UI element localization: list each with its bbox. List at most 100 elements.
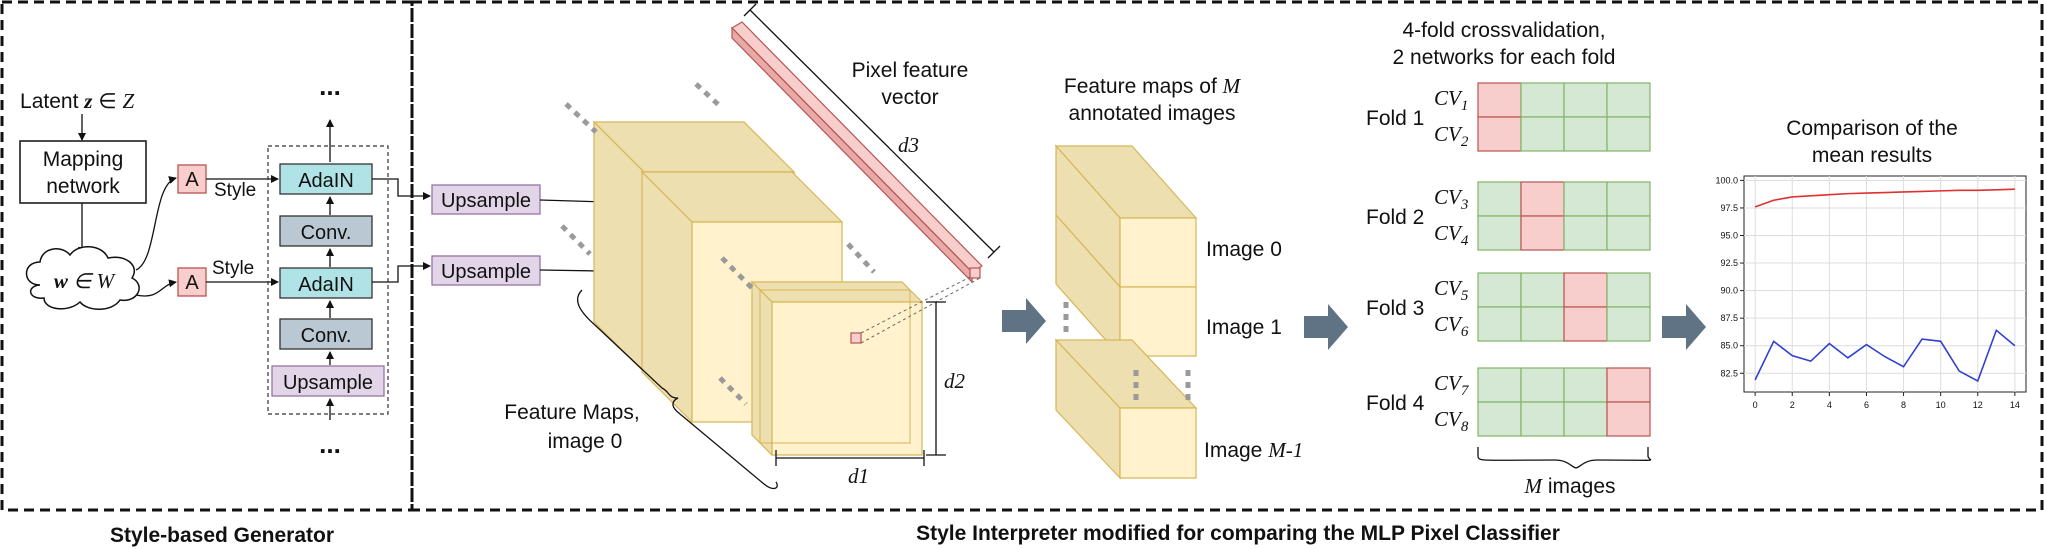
x-tick-label: 0 — [1753, 400, 1758, 410]
interpreter-frame — [410, 0, 2044, 512]
d2-label: d2 — [944, 369, 966, 393]
mapping-network-box — [19, 140, 147, 204]
pixel-label-1: Pixel feature — [852, 59, 969, 82]
fold-cell — [1563, 401, 1608, 437]
x-tick-label: 12 — [1973, 400, 1983, 410]
upsample-label-gen: Upsample — [283, 372, 373, 394]
flow-arrow-2 — [1304, 304, 1348, 350]
pixel-label-2: vector — [881, 86, 938, 109]
fold-cell — [1606, 215, 1651, 251]
depth-dots — [560, 82, 876, 406]
fold-label: Fold 1 — [1366, 107, 1424, 130]
upsample-box-1 — [431, 184, 541, 215]
imageM-label: Image M-1 — [1204, 438, 1303, 462]
fold-cell — [1477, 401, 1522, 437]
image-map-m — [1054, 338, 1198, 480]
fold-cell — [1563, 367, 1608, 403]
cv-label: CV4 — [1434, 221, 1469, 249]
y-tick-label: 92.5 — [1720, 258, 1738, 268]
stack-dots — [1063, 302, 1191, 402]
maps-label-1: Feature maps of M — [1064, 74, 1242, 98]
imageM-label-m: M-1 — [1267, 438, 1303, 462]
fold-cell — [1563, 272, 1608, 308]
fold-label: Fold 2 — [1366, 206, 1424, 229]
fold-cell — [1520, 181, 1565, 217]
w-cloud — [25, 246, 140, 310]
image1-label: Image 1 — [1206, 316, 1282, 339]
fold-label: Fold 4 — [1366, 392, 1425, 415]
x-tick-label: 2 — [1790, 400, 1795, 410]
cv-title-1: 4-fold crossvalidation, — [1402, 19, 1605, 42]
fold-cell — [1477, 272, 1522, 308]
x-tick-label: 8 — [1901, 400, 1906, 410]
y-tick-label: 82.5 — [1720, 368, 1738, 378]
conv-label-bottom: Conv. — [301, 325, 352, 347]
fm-label-2: image 0 — [548, 430, 623, 453]
style-label-top: Style — [214, 180, 256, 201]
m-images-label: M images — [1523, 474, 1615, 498]
x-tick-label: 10 — [1936, 400, 1946, 410]
d3-label: d3 — [898, 133, 919, 157]
conv-label-top: Conv. — [301, 222, 352, 244]
fold-cell — [1520, 367, 1565, 403]
x-tick-label: 4 — [1827, 400, 1832, 410]
fold-cell — [1563, 116, 1608, 152]
pixel-square — [850, 332, 862, 344]
cv-label: CV8 — [1434, 407, 1469, 435]
fold-cell — [1520, 306, 1565, 342]
fold-cell — [1477, 116, 1522, 152]
series-line-2 — [1754, 328, 2016, 383]
dots-top: ... — [319, 71, 341, 101]
fold-cell — [1520, 116, 1565, 152]
d1-label: d1 — [848, 464, 869, 488]
cv-label: CV6 — [1434, 312, 1469, 340]
conv-box-bottom — [279, 318, 373, 350]
fold-cell — [1606, 272, 1651, 308]
upsample-label-2: Upsample — [441, 261, 531, 283]
a-label-bottom: A — [185, 272, 199, 294]
comparison-label-1: Comparison of the — [1786, 117, 1958, 140]
comparison-label-2: mean results — [1812, 144, 1932, 167]
w-label: w ∈ W — [54, 269, 117, 293]
fold-cell — [1606, 401, 1651, 437]
fold-cell — [1520, 215, 1565, 251]
maps-label-2: annotated images — [1069, 102, 1236, 125]
fold-cell — [1606, 116, 1651, 152]
fm-label-1: Feature Maps, — [504, 401, 639, 424]
adain-box-top — [279, 163, 373, 195]
feature-cube-3 — [750, 280, 924, 457]
x-tick-label: 14 — [2010, 400, 2020, 410]
latent-label: Latent z ∈ Z — [20, 89, 134, 113]
fold-cell — [1477, 181, 1522, 217]
interpreter-caption: Style Interpreter modified for comparing… — [916, 522, 1560, 545]
fold-cell — [1477, 367, 1522, 403]
fold-cell — [1477, 82, 1522, 118]
style-label-bottom: Style — [212, 258, 254, 279]
y-tick-label: 97.5 — [1720, 203, 1738, 213]
fold-cell — [1606, 306, 1651, 342]
mapping-label-2: network — [46, 175, 120, 198]
fold-cell — [1563, 215, 1608, 251]
generator-caption: Style-based Generator — [110, 524, 334, 547]
y-tick-label: 90.0 — [1720, 286, 1738, 296]
fold-label: Fold 3 — [1366, 297, 1424, 320]
vector-end — [969, 267, 981, 279]
fold-cell — [1520, 82, 1565, 118]
cv-label: CV1 — [1434, 86, 1468, 114]
upsample-label-1: Upsample — [441, 190, 531, 212]
image-map-0 — [1054, 144, 1198, 289]
cv-title-2: 2 networks for each fold — [1393, 46, 1616, 69]
cv-label: CV5 — [1434, 276, 1469, 304]
cv-label: CV2 — [1434, 122, 1469, 150]
image0-label: Image 0 — [1206, 238, 1282, 261]
fold-cell — [1520, 272, 1565, 308]
dots-bottom: ... — [319, 429, 341, 459]
fold-cell — [1563, 181, 1608, 217]
y-tick-label: 100.0 — [1715, 175, 1738, 185]
